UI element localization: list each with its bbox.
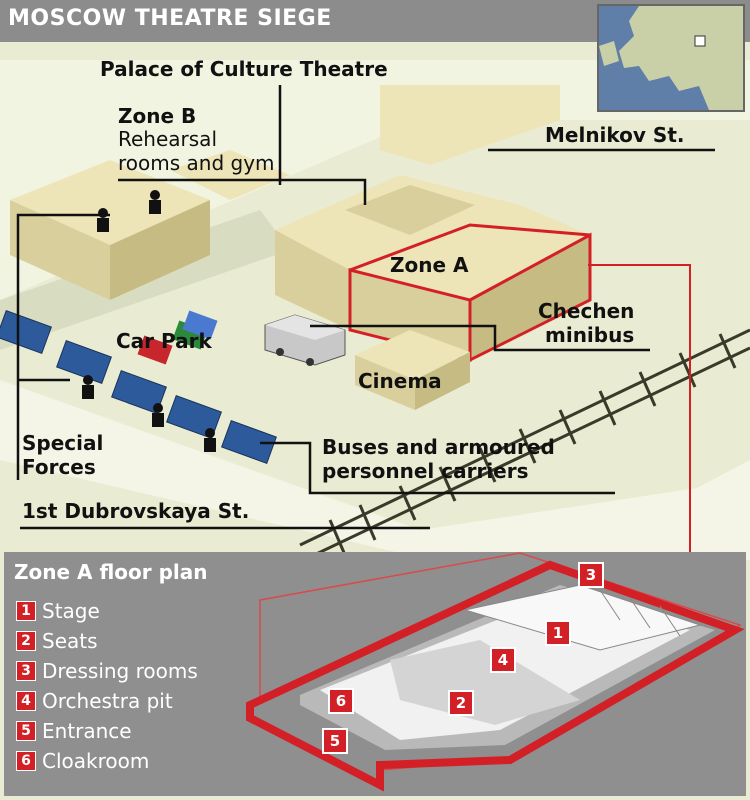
legend-label: Seats: [42, 629, 98, 653]
side-road: [560, 460, 750, 560]
legend-item: 3 Dressing rooms: [16, 656, 198, 686]
label-melnikov-st: Melnikov St.: [545, 123, 685, 147]
floor-plan-title: Zone A floor plan: [14, 560, 208, 584]
label-cinema: Cinema: [358, 369, 442, 393]
armoured-vehicles: [0, 309, 277, 465]
label-zone-b-desc-2: rooms and gym: [118, 151, 275, 175]
legend-label: Cloakroom: [42, 749, 150, 773]
page-title: MOSCOW THEATRE SIEGE: [8, 6, 332, 31]
floor-marker-seats: 2: [448, 690, 474, 716]
leader-lines: [16, 85, 715, 530]
legend-number: 6: [16, 751, 36, 771]
label-chechen-minibus-2: minibus: [545, 323, 635, 347]
legend-item: 2 Seats: [16, 626, 198, 656]
label-car-park: Car Park: [116, 329, 212, 353]
street-dubrovskaya: [0, 380, 750, 560]
label-zone-b: Zone B: [118, 104, 197, 128]
theatre-building: [275, 85, 592, 363]
street-melnikov: [0, 60, 750, 300]
label-zone-a: Zone A: [390, 253, 469, 277]
floor-marker-entrance: 5: [322, 728, 348, 754]
legend-item: 6 Cloakroom: [16, 746, 198, 776]
locator-map: [597, 4, 745, 112]
legend-label: Stage: [42, 599, 100, 623]
label-special-forces-2: Forces: [22, 455, 96, 479]
legend-label: Orchestra pit: [42, 689, 173, 713]
floor-marker-cloakroom: 6: [328, 688, 354, 714]
railway: [299, 328, 750, 558]
floor-marker-dressing-rooms: 3: [578, 562, 604, 588]
legend-item: 5 Entrance: [16, 716, 198, 746]
label-dubrovskaya-st: 1st Dubrovskaya St.: [22, 499, 250, 523]
legend-number: 1: [16, 601, 36, 621]
floor-marker-orchestra-pit: 4: [490, 647, 516, 673]
legend-number: 3: [16, 661, 36, 681]
floor-marker-stage: 1: [545, 620, 571, 646]
special-forces-figures: [82, 190, 216, 452]
legend-label: Dressing rooms: [42, 659, 198, 683]
label-buses-2: personnel carriers: [322, 459, 529, 483]
legend-item: 4 Orchestra pit: [16, 686, 198, 716]
floor-plan-legend: 1 Stage 2 Seats 3 Dressing rooms 4 Orche…: [16, 596, 198, 776]
cinema-building: [355, 330, 470, 410]
car-park-cars: [137, 310, 218, 365]
legend-number: 4: [16, 691, 36, 711]
legend-number: 2: [16, 631, 36, 651]
legend-item: 1 Stage: [16, 596, 198, 626]
label-special-forces-1: Special: [22, 431, 104, 455]
zone-a-connector-line: [588, 264, 691, 598]
label-palace-of-culture: Palace of Culture Theatre: [100, 57, 388, 81]
moscow-marker-icon: [694, 35, 706, 47]
legend-number: 5: [16, 721, 36, 741]
chechen-minibus: [264, 314, 346, 366]
europe-land-icon: [599, 6, 743, 110]
label-zone-b-desc-1: Rehearsal: [118, 127, 217, 151]
label-buses-1: Buses and armoured: [322, 435, 555, 459]
legend-label: Entrance: [42, 719, 132, 743]
label-chechen-minibus-1: Chechen: [538, 299, 635, 323]
